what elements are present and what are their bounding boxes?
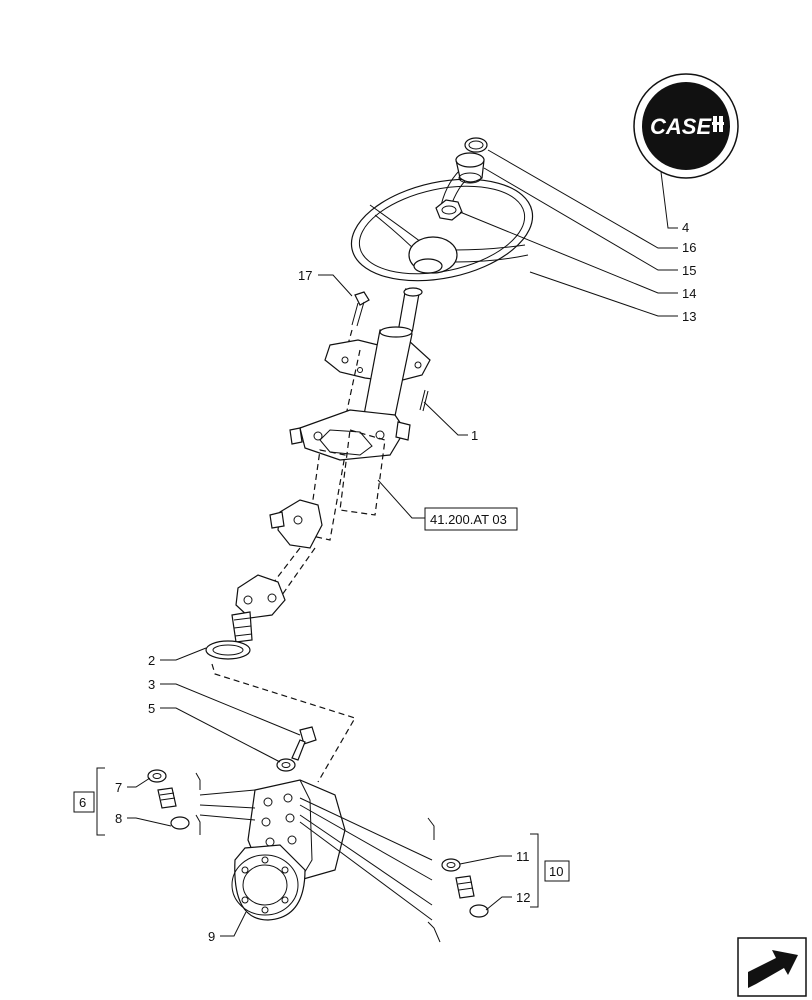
- o-ring-8: [170, 816, 190, 830]
- hydraulic-steering-unit: [231, 779, 346, 921]
- callout-12: 12: [516, 890, 530, 905]
- mounting-bolt: [291, 726, 317, 761]
- washer-5: [276, 758, 296, 772]
- logo-brand-text: CASE: [650, 114, 712, 139]
- callout-1: 1: [471, 428, 478, 443]
- callout-2: 2: [148, 653, 155, 668]
- bolt-17: [351, 291, 370, 327]
- callout-17: 17: [298, 268, 312, 283]
- callout-5: 5: [148, 701, 155, 716]
- group-6-bracket: [96, 767, 105, 836]
- o-ring-12: [469, 904, 489, 918]
- case-logo: CASE: [633, 73, 739, 179]
- callout-15: 15: [682, 263, 696, 278]
- seal-washer-7: [147, 769, 167, 783]
- fitting-right: [455, 875, 475, 899]
- next-page-arrow-icon[interactable]: [737, 937, 807, 997]
- callout-8: 8: [115, 811, 122, 826]
- callout-11: 11: [516, 849, 530, 864]
- wheel-nut: [435, 199, 463, 221]
- group-10-bracket: [530, 833, 539, 908]
- steering-column: [231, 287, 431, 643]
- callout-13: 13: [682, 309, 696, 324]
- group-label-6: 6: [79, 795, 86, 810]
- callout-7: 7: [115, 780, 122, 795]
- circlip: [205, 640, 251, 660]
- callout-3: 3: [148, 677, 155, 692]
- callout-4: 4: [682, 220, 689, 235]
- callout-9: 9: [208, 929, 215, 944]
- seal-washer-11: [441, 858, 461, 872]
- reference-label: 41.200.AT 03: [430, 512, 507, 527]
- retaining-ring: [464, 137, 488, 153]
- center-knob: [455, 152, 485, 184]
- callout-14: 14: [682, 286, 696, 301]
- fitting-left: [157, 787, 177, 809]
- steering-wheel: [350, 169, 534, 282]
- callout-16: 16: [682, 240, 696, 255]
- group-label-10: 10: [549, 864, 563, 879]
- leader-lines: [127, 149, 678, 937]
